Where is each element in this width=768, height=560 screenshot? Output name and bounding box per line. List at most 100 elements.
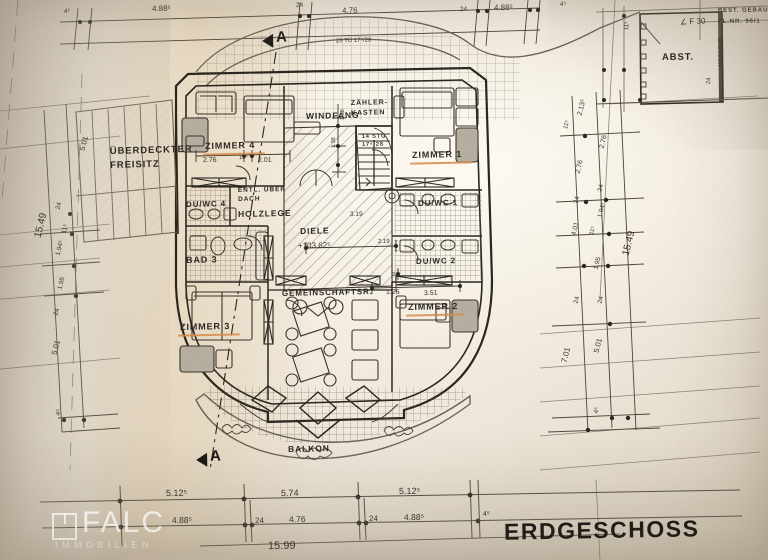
dim-bottom-lower-1: 24 [254, 515, 264, 526]
dim-bottom-lower-4: 4.88⁵ [403, 511, 425, 523]
room-label-zimmer1: ZIMMER 1 [412, 149, 462, 160]
room-label-balkon-text: BALKON [287, 443, 330, 454]
annotation-roof-note-text: 25 TÜ 17⁵/28 [335, 37, 372, 45]
room-label-diele: DIELE [300, 225, 330, 236]
dim-interior-138a: 1.38 [340, 109, 346, 120]
section-arrow-top-icon [262, 33, 274, 48]
room-label-duwc4: DU/WC 4 [186, 199, 226, 209]
section-line-a [209, 51, 277, 471]
room-label-abst: HOLZLEGE [238, 208, 292, 219]
section-label-top: A [275, 28, 288, 46]
dimension-chain-top [59, 0, 541, 51]
annotation-zaehlerkasten: ZÄHLER- KASTEN [351, 98, 388, 119]
annotation-stair-line2: 17⁵/28 [362, 141, 384, 148]
room-label-gemeinschaftsraum: GEMEINSCHAFTSR. [282, 287, 373, 298]
annotation-entlueftung-line2: DACH [238, 195, 261, 203]
dim-top-2: 24 [295, 1, 304, 10]
ueberdeckter-freisitz [75, 99, 179, 243]
dim-top-4: 24 [459, 5, 468, 14]
annotation-stair-steps: 14 STG 17⁵/28 [362, 132, 387, 149]
room-label-bad3: BAD 3 [186, 254, 218, 265]
room-label-duwc1: DU/WC 1 [418, 198, 458, 208]
dim-bottom-lower-3: 24 [368, 513, 378, 524]
room-label-duwc2-text: DU/WC 2 [415, 256, 457, 266]
dimension-chain-right [547, 89, 661, 433]
dim-top-6: 4⁵ [559, 0, 567, 9]
dim-interior-276: 2.76 [202, 156, 217, 165]
annotation-zaehlerkasten-line2: KASTEN [351, 109, 386, 117]
annotation-einfahrt-text: EINFAHRT [716, 38, 722, 68]
falc-logo-text: FALC [82, 506, 166, 539]
dim-bottom-upper-1: 5.74 [280, 487, 299, 499]
room-label-zimmer3-text: ZIMMER 3 [179, 320, 231, 332]
dim-bottom-lower-5: 4⁵ [482, 510, 490, 519]
diele-elevation: +103.62⁵ [298, 241, 331, 251]
dim-top-1: 4.88⁵ [151, 3, 172, 14]
room-label-zimmer2: ZIMMER 2 [408, 301, 458, 312]
dim-top-0: 4⁵ [63, 7, 71, 16]
dim-interior-24: 24 [391, 271, 399, 279]
annotation-f30: ∠ F 30 [680, 16, 706, 26]
section-label-bottom: A [209, 447, 222, 465]
dim-holzlege-515: 11⁵ [624, 21, 631, 31]
gemeinschaftsraum-decor [292, 299, 344, 317]
dim-interior-138b: 1.38 [331, 137, 337, 148]
dim-interior-219: 2.19 [377, 238, 390, 246]
room-label-zimmer2-text: ZIMMER 2 [407, 300, 459, 312]
dim-bottom-upper-0: 5.12⁵ [165, 487, 188, 499]
room-label-diele-text: DIELE [299, 225, 330, 236]
annotation-bestand-line2: FL.NR. 96/1 [718, 18, 761, 25]
room-label-zimmer3: ZIMMER 3 [180, 321, 230, 332]
room-label-holzlege: ABST. [662, 52, 694, 63]
annotation-f30-text: ∠ F 30 [679, 16, 706, 27]
holzlege-outbuilding [595, 0, 768, 112]
dim-interior-351: 3.51 [423, 289, 438, 298]
room-label-duwc1-text: DU/WC 1 [417, 198, 459, 208]
room-label-zimmer4-text: ZIMMER 4 [204, 139, 256, 151]
room-label-zimmer1-text: ZIMMER 1 [411, 148, 463, 160]
room-label-bad3-text: BAD 3 [185, 254, 218, 265]
dimension-chain-left [39, 103, 121, 433]
photo-shadow-topright [548, 0, 768, 150]
page-title: ERDGESCHOSS [503, 515, 700, 545]
dim-interior-201: 2.01 [257, 156, 272, 165]
annotation-ueberdeckter-line1: ÜBERDECKTER [109, 143, 193, 158]
photo-shadow-left [0, 0, 170, 560]
annotation-roof-note: 25 TÜ 17⁵/28 [336, 38, 372, 45]
annotation-bestand-gebaeude: BEST. GEBÄUDE FL.NR. 96/1 [718, 5, 768, 28]
room-label-holzlege-text: ABST. [661, 51, 695, 63]
falc-logo-subtitle: IMMOBILIEN [55, 540, 154, 550]
dim-interior-115: 11⁵ [238, 154, 248, 162]
dim-right-13: 4⁵ [592, 406, 601, 415]
falc-logo-mark-icon [52, 513, 77, 540]
annotation-ueberdeckter-line2: FREISITZ [110, 158, 160, 171]
room-label-duwc2: DU/WC 2 [416, 256, 456, 266]
dim-interior-319: 3.19 [349, 210, 363, 219]
window-symbols [191, 177, 455, 345]
dimension-chain-bottom [39, 479, 743, 547]
dim-top-3: 4.76 [341, 5, 358, 16]
room-label-gemeinschaftsraum-text: GEMEINSCHAFTSR. [281, 287, 373, 298]
dim-interior-holzlege-24: 24 [706, 77, 713, 85]
dim-bottom-upper-2: 5.12⁵ [398, 485, 421, 497]
annotation-entlueftung-line1: ENTL. ÜBER [237, 185, 286, 195]
photo-shadow-bottom [0, 430, 768, 560]
annotation-einfahrt: EINFAHRT [716, 38, 722, 68]
staircase [355, 125, 400, 204]
room-label-abst-text: HOLZLEGE [237, 207, 292, 219]
furniture [179, 87, 479, 387]
annotation-entlueftung: ENTL. ÜBER DACH [238, 185, 286, 204]
room-label-duwc4-text: DU/WC 4 [185, 199, 227, 209]
room-label-balkon: BALKON [288, 443, 330, 454]
diele-elevation-text: +103.62⁵ [297, 240, 331, 251]
annotation-ueberdeckter-freisitz: ÜBERDECKTER FREISITZ [110, 143, 193, 173]
dim-top-5: 4.88⁵ [493, 2, 514, 13]
dim-interior-126: 1.26 [385, 288, 400, 297]
dim-bottom-total: 15.99 [267, 539, 296, 553]
room-label-zimmer4: ZIMMER 4 [205, 140, 255, 151]
diele-hatch [284, 126, 392, 290]
